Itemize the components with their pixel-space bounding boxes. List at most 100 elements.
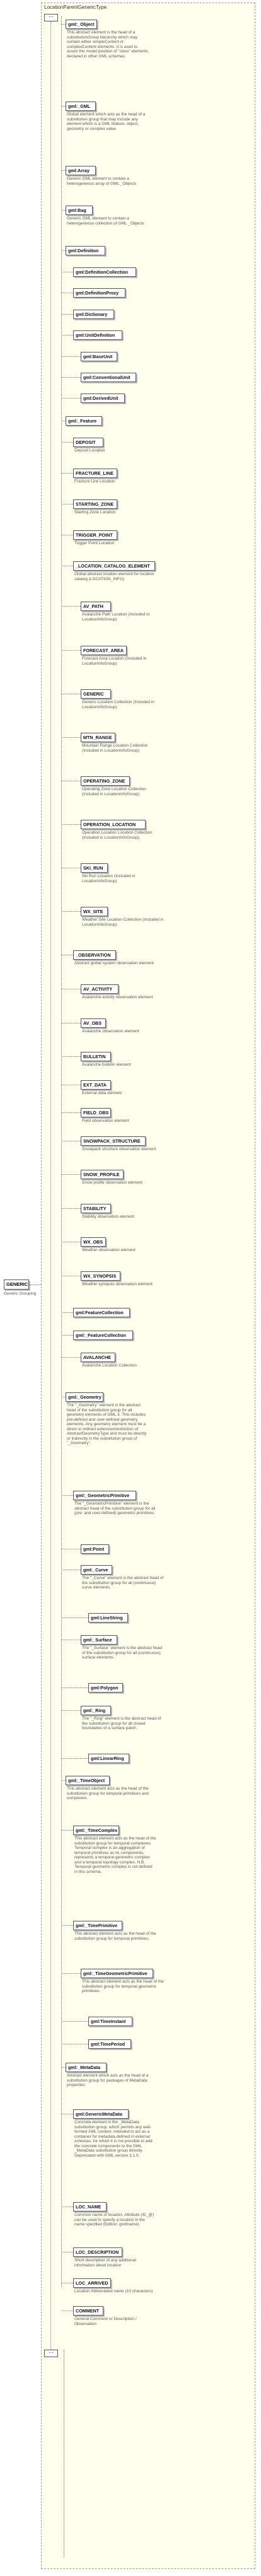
schema-element-name: gml:_TimeGeometricPrimitive (83, 1971, 148, 1976)
schema-element-desc: Avalanche Location Collection (82, 1363, 137, 1368)
element-connector (61, 356, 81, 357)
schema-element-name: gml:Polygon (91, 1685, 119, 1691)
schema-element[interactable]: gml:_TimePrimitive (73, 1921, 122, 1930)
schema-element-desc: The "_Curve" element is the abstract hea… (82, 1576, 164, 1590)
schema-element[interactable]: SKI_RUN (81, 863, 108, 873)
schema-element[interactable]: SNOW_PROFILE (81, 1170, 124, 1179)
schema-element-name: SKI_RUN (83, 865, 103, 871)
schema-element[interactable]: STARTING_ZONE (73, 499, 117, 509)
schema-element[interactable]: WX_SITE (81, 907, 108, 916)
schema-element[interactable]: gml:_Curve (81, 1565, 112, 1575)
schema-element[interactable]: FIELD_OBS (81, 1108, 111, 1117)
schema-element[interactable]: AV_OBS (81, 1018, 106, 1028)
schema-element[interactable]: gml:FeatureCollection (73, 1308, 130, 1317)
schema-element-name: LOC_NAME (76, 2204, 102, 2210)
schema-element[interactable]: gml:Polygon (88, 1683, 123, 1693)
schema-element-desc: Ski Run Location (Included in LocationIn… (82, 874, 136, 883)
schema-element-name: BULLETIN (83, 1054, 106, 1059)
schema-element[interactable]: gml:Dictionary (73, 310, 114, 319)
element-connector (61, 824, 81, 825)
schema-element[interactable]: gml:_Ring (81, 1706, 111, 1715)
schema-element[interactable]: OPERATING_ZONE (81, 776, 130, 786)
schema-element-desc: Concrete element in the _MetaData substi… (74, 2120, 153, 2158)
element-connector (61, 210, 66, 211)
schema-element[interactable]: gml:Definition (66, 246, 105, 255)
schema-element[interactable]: gml:ConventionalUnit (81, 373, 136, 382)
schema-element[interactable]: gml:TimeInstant (88, 2017, 132, 2026)
schema-element[interactable]: gml:DefinitionCollection (73, 267, 136, 277)
schema-element-desc: Common name of location. Attribute (ID_@… (74, 2213, 154, 2227)
schema-element[interactable]: _LOCATION_CATALOG_ELEMENT (73, 561, 155, 571)
schema-element[interactable]: LOC_NAME (73, 2202, 107, 2212)
schema-element[interactable]: AVALANCHE (81, 1353, 115, 1362)
schema-element[interactable]: BULLETIN (81, 1052, 111, 1061)
schema-element[interactable]: AV_ACTIVITY (81, 984, 119, 994)
schema-element-desc: Stability observation element (82, 1215, 135, 1219)
element-connector (61, 24, 66, 25)
schema-element[interactable]: gml:BaseUnit (81, 352, 117, 361)
element-connector (61, 1617, 88, 1618)
schema-element-name: AVALANCHE (83, 1355, 112, 1360)
schema-element[interactable]: AV_PATH (81, 602, 111, 611)
schema-element[interactable]: gml:_Geometry (66, 1392, 103, 1402)
schema-element-name: gml:_Curve (83, 1567, 108, 1573)
schema-element-desc: Abstract global system observation eleme… (74, 961, 154, 965)
root-element-desc: Generic Grouping (4, 1291, 37, 1296)
schema-element[interactable]: gml:_GML (66, 102, 96, 111)
schema-element-desc: Global abstract location element for loc… (74, 572, 154, 581)
schema-element[interactable]: WX_SYNOPSIS (81, 1271, 120, 1281)
element-connector (61, 1112, 81, 1113)
schema-element-desc: Generic GML element to contain a heterog… (67, 177, 137, 186)
schema-element[interactable]: SNOWPACK_STRUCTURE (81, 1136, 146, 1146)
element-connector (61, 250, 66, 251)
schema-element[interactable]: gml:_FeatureCollection (73, 1331, 133, 1340)
element-connector (61, 1758, 88, 1759)
schema-element[interactable]: gml:_TimeGeometricPrimitive (81, 1969, 153, 1978)
schema-element-name: AV_OBS (83, 1020, 102, 1026)
schema-element[interactable]: OPERATION_LOCATION (81, 820, 146, 829)
schema-element[interactable]: DEPOSIT (73, 438, 103, 447)
schema-element-desc: This abstract element acts as the head o… (74, 1836, 156, 1874)
schema-element[interactable]: gml:_Feature (66, 416, 102, 426)
schema-element[interactable]: gml:_Object (66, 20, 97, 29)
element-connector (61, 606, 81, 607)
element-connector (61, 1056, 81, 1057)
schema-element[interactable]: gml:_TimeObject (66, 1776, 110, 1785)
schema-element[interactable]: _OBSERVATION (73, 950, 116, 960)
schema-element[interactable]: gml:_TimeComplex (73, 1826, 119, 1835)
schema-element[interactable]: FRACTURE_LINE (73, 469, 117, 478)
schema-element[interactable]: gml:Bag (66, 206, 93, 215)
schema-element[interactable]: gml:TimePeriod (88, 2039, 131, 2049)
schema-element-name: TRIGGER_POINT (76, 532, 113, 538)
schema-element-name: WX_SITE (83, 909, 103, 914)
schema-element-name: OPERATING_ZONE (83, 778, 125, 784)
schema-element[interactable]: STABILITY (81, 1204, 111, 1213)
schema-element[interactable]: gml:DefinitionProxy (73, 288, 125, 298)
schema-element[interactable]: EXT_DATA (81, 1080, 111, 1090)
schema-element-name: gml:Point (83, 1546, 105, 1552)
element-connector (61, 1335, 73, 1336)
schema-element[interactable]: COMMENT (73, 2306, 103, 2316)
choice-spine (61, 16, 62, 2287)
schema-element[interactable]: FORECAST_AREA (81, 646, 127, 655)
schema-element[interactable]: TRIGGER_POINT (73, 530, 117, 540)
schema-element[interactable]: gml:GenericMetaData (73, 2109, 129, 2119)
schema-element[interactable]: LOC_DESCRIPTION (73, 2247, 122, 2257)
schema-element[interactable]: gml:LinearRing (88, 1754, 129, 1763)
schema-element[interactable]: gml:DerivedUnit (81, 393, 125, 403)
schema-element[interactable]: gml:Array (66, 166, 96, 175)
schema-element-name: _OBSERVATION (76, 952, 111, 958)
schema-element[interactable]: gml:UnitDefinition (73, 330, 122, 340)
schema-element[interactable]: MTN_RANGE (81, 733, 115, 742)
schema-element[interactable]: LOC_ARRIVED (73, 2278, 111, 2288)
schema-element-desc: This abstract element acts as the head o… (67, 1786, 149, 1800)
schema-element-name: gml:Dictionary (76, 312, 108, 317)
schema-element[interactable]: gml:LineString (88, 1613, 128, 1623)
schema-element[interactable]: gml:_Surface (81, 1635, 117, 1645)
schema-element[interactable]: gml:_GeometricPrimitive (73, 1491, 136, 1500)
schema-element[interactable]: WX_OBS (81, 1237, 106, 1247)
schema-element[interactable]: GENERIC (81, 689, 111, 699)
schema-element[interactable]: gml:_MetaData (66, 2063, 107, 2072)
root-element-generic[interactable]: GENERIC (4, 1279, 29, 1290)
schema-element[interactable]: gml:Point (81, 1544, 109, 1554)
